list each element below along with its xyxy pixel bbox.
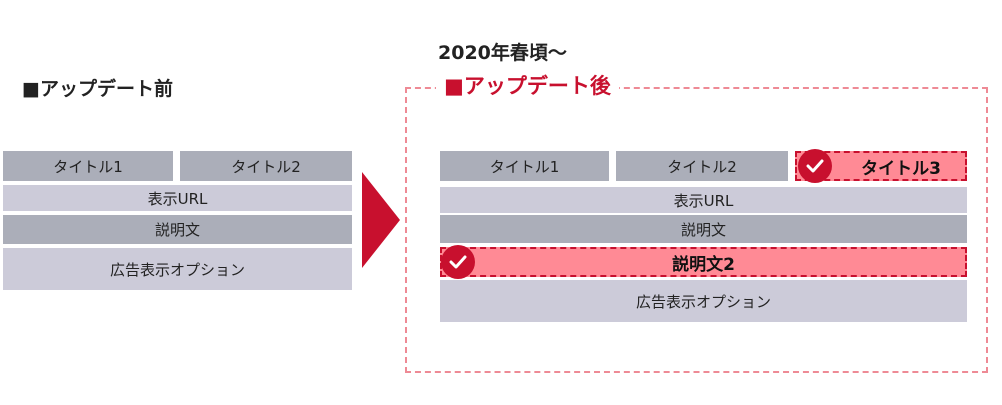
before-heading: ■アップデート前 [22,78,173,100]
before-url-cell: 表示URL [3,185,352,211]
after-ad-options-cell: 広告表示オプション [440,280,967,322]
after-description2-cell: 説明文2 [440,247,967,277]
after-title2-cell: タイトル2 [616,151,788,181]
update-period-label: 2020年春頃〜 [438,42,567,64]
before-title1-cell: タイトル1 [3,151,173,181]
right-triangle-arrow-icon [362,172,400,268]
title3-checkmark-icon [798,149,832,183]
before-description-cell: 説明文 [3,215,352,244]
after-title1-cell: タイトル1 [440,151,609,181]
after-frame [405,87,988,373]
before-ad-options-cell: 広告表示オプション [3,248,352,290]
after-url-cell: 表示URL [440,187,967,213]
description2-checkmark-icon [441,245,475,279]
after-description-cell: 説明文 [440,215,967,243]
before-title2-cell: タイトル2 [180,151,352,181]
after-title3-label: タイトル3 [861,158,941,179]
after-heading: ■アップデート後 [436,73,619,99]
